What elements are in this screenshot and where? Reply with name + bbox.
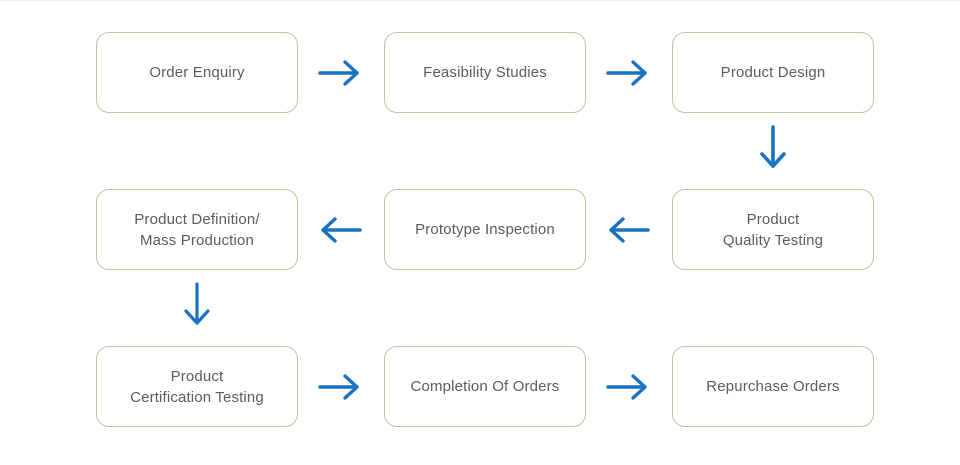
node-feasibility-studies[interactable]: Feasibility Studies — [384, 32, 586, 113]
node-order-enquiry[interactable]: Order Enquiry — [96, 32, 298, 113]
node-product-definition-mass-production[interactable]: Product Definition/ Mass Production — [96, 189, 298, 270]
node-label: Order Enquiry — [149, 64, 245, 81]
arrow-left-product-quality-testing-to-prototype-inspection — [609, 217, 650, 243]
arrow-down-product-design-to-product-quality-testing — [760, 125, 786, 168]
top-hairline-divider — [0, 0, 960, 1]
node-repurchase-orders[interactable]: Repurchase Orders — [672, 346, 874, 427]
node-label: Product Design — [720, 64, 826, 81]
node-product-certification-testing[interactable]: Product Certification Testing — [96, 346, 298, 427]
node-label: Repurchase Orders — [706, 378, 840, 395]
node-product-quality-testing[interactable]: Product Quality Testing — [672, 189, 874, 270]
node-label: Product Definition/ Mass Production — [134, 210, 260, 249]
node-product-design[interactable]: Product Design — [672, 32, 874, 113]
arrow-right-order-enquiry-to-feasibility-studies — [318, 60, 359, 86]
node-prototype-inspection[interactable]: Prototype Inspection — [384, 189, 586, 270]
node-label: Feasibility Studies — [423, 64, 547, 81]
arrow-down-product-definition-to-certification-testing — [184, 282, 210, 325]
node-label: Product Quality Testing — [722, 210, 824, 249]
arrow-right-feasibility-studies-to-product-design — [606, 60, 647, 86]
node-completion-of-orders[interactable]: Completion Of Orders — [384, 346, 586, 427]
arrow-left-prototype-inspection-to-product-definition — [321, 217, 362, 243]
arrow-right-certification-testing-to-completion-of-orders — [318, 374, 359, 400]
node-label: Prototype Inspection — [415, 221, 555, 238]
node-label: Product Certification Testing — [130, 367, 264, 406]
arrow-right-completion-of-orders-to-repurchase-orders — [606, 374, 647, 400]
node-label: Completion Of Orders — [410, 378, 560, 395]
